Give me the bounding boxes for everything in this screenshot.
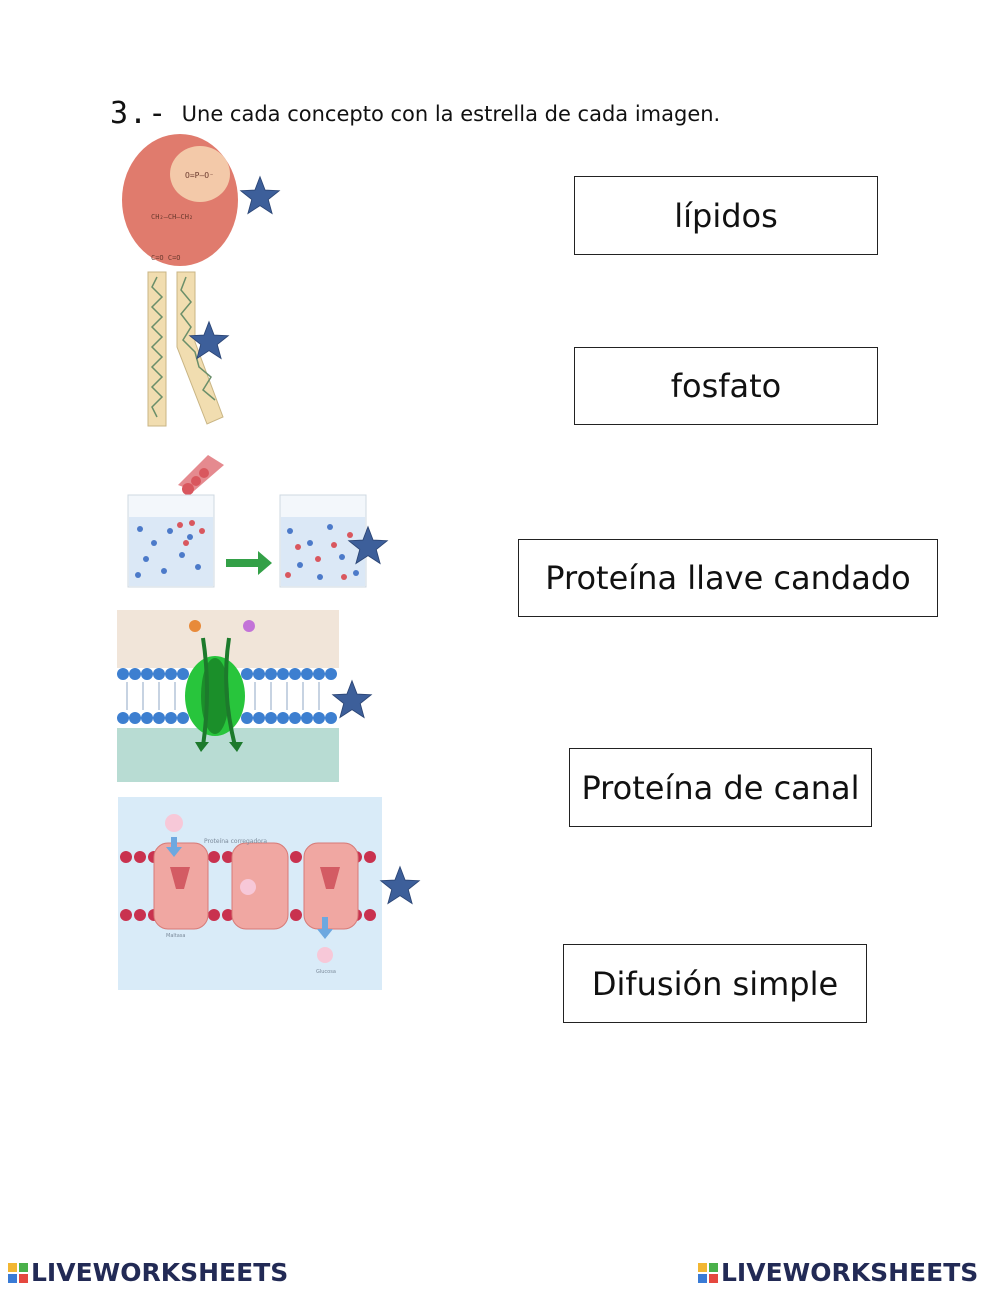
svg-text:O=P—O⁻: O=P—O⁻ (185, 171, 214, 180)
brand-name: LIVEWORKSHEETS (721, 1258, 979, 1287)
footer-logo-right: LIVEWORKSHEETS (698, 1258, 978, 1287)
answer-box-difusion-simple[interactable]: Difusión simple (563, 944, 867, 1023)
star-icon[interactable] (379, 865, 421, 907)
carrier-bottom-label: Glucosa (316, 969, 336, 975)
channel-protein-image (117, 610, 339, 782)
answer-box-proteina-de-canal[interactable]: Proteína de canal (569, 748, 872, 827)
carrier-protein-image: Proteína corregadora Maltasa Glucosa (118, 797, 382, 990)
diffusion-beakers-image (127, 455, 367, 588)
footer-logo-left: LIVEWORKSHEETS (8, 1258, 288, 1287)
liveworksheets-logo-icon (698, 1262, 718, 1283)
carrier-left-label: Maltasa (166, 933, 185, 939)
star-icon[interactable] (331, 679, 373, 721)
carrier-title-label: Proteína corregadora (204, 838, 267, 845)
instruction-text: Une cada concepto con la estrella de cad… (181, 101, 721, 126)
liveworksheets-logo-icon (8, 1262, 28, 1283)
brand-name: LIVEWORKSHEETS (31, 1258, 289, 1287)
question-number: 3.- (110, 96, 168, 131)
answer-box-fosfato[interactable]: fosfato (574, 347, 878, 425)
answer-box-lipidos[interactable]: lípidos (574, 176, 878, 255)
svg-text:CH₂—CH—CH₂: CH₂—CH—CH₂ (151, 213, 193, 221)
star-icon[interactable] (188, 320, 230, 362)
answer-box-proteina-llave-candado[interactable]: Proteína llave candado (518, 539, 938, 617)
instruction: 3.- Une cada concepto con la estrella de… (110, 96, 720, 136)
star-icon[interactable] (347, 525, 389, 567)
phospholipid-image: O=P—O⁻ CH₂—CH—CH₂ C=O C=O (115, 132, 245, 432)
svg-text:C=O C=O: C=O C=O (151, 254, 181, 262)
star-icon[interactable] (239, 175, 281, 217)
